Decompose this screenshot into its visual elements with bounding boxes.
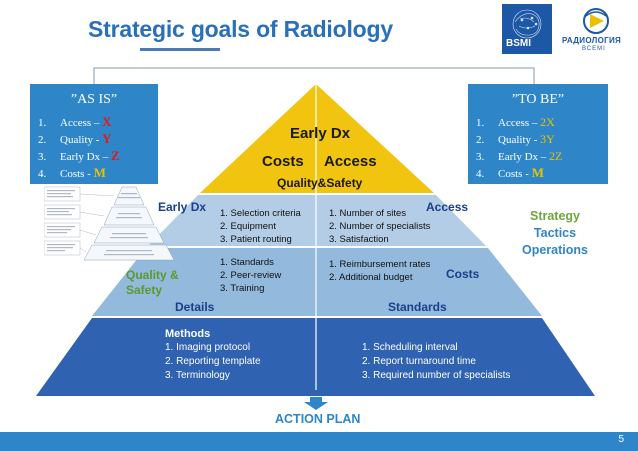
tier2-access-label: Access (426, 200, 469, 214)
list-item: 3. Terminology (165, 370, 230, 381)
list-item: 1. Standards (220, 257, 274, 268)
list-item: 2.Quality - 3Y (476, 132, 555, 146)
base-right-list: 1. Scheduling interval 2. Report turnaro… (362, 341, 510, 383)
mini-pyramid-thumbnail (43, 185, 179, 261)
pyramid-tier-2 (148, 195, 486, 246)
list-item: 1. Reimbursement rates (329, 259, 431, 270)
list-item: 2. Report turnaround time (362, 356, 476, 367)
operations-label: Operations (522, 243, 588, 257)
list-item: 3.Early Dx – Z (38, 148, 120, 163)
tier2-early-dx-label: Early Dx (158, 200, 207, 214)
list-item: 3.Early Dx – 2Z (476, 149, 563, 163)
tier3-details-label: Details (175, 300, 215, 314)
radiology-logo-sub: ВСЕМІ (582, 46, 606, 52)
list-item: 3. Satisfaction (329, 234, 389, 245)
radiology-logo-label: РАДИОЛОГИЯ (562, 36, 622, 45)
list-item: 3. Patient routing (220, 234, 292, 245)
radiology-emblem-icon (583, 8, 609, 34)
list-item: 2. Peer-review (220, 270, 282, 281)
connector-line (93, 67, 535, 84)
list-item: 1. Number of sites (329, 208, 407, 219)
apex-quality-safety-label: Quality&Safety (277, 176, 363, 190)
list-item: 2. Additional budget (329, 272, 413, 283)
base-left-list: Methods 1. Imaging protocol 2. Reporting… (165, 327, 261, 383)
list-item: 1.Access – X (38, 114, 112, 129)
tactics-label: Tactics (533, 226, 577, 240)
pyramid-tier-3 (92, 248, 542, 316)
strategy-levels: Strategy Tactics Operations (510, 208, 600, 259)
tier3-standards-label: Standards (388, 300, 447, 314)
list-item: 4.Costs - M (476, 165, 544, 180)
to-be-heading: ”TO BE” (511, 92, 565, 107)
tier3-left-list: 1. Standards 2. Peer-review 3. Training (220, 256, 281, 295)
list-item: 2. Equipment (220, 221, 276, 232)
list-item: 3. Training (220, 283, 265, 294)
strategy-label: Strategy (529, 209, 581, 223)
page-title: Strategic goals of Radiology (88, 16, 393, 42)
footer-bar: 5 (0, 432, 638, 451)
as-is-list: 1.Access – X 2.Quality - Y 3.Early Dx – … (38, 114, 120, 182)
list-item: 2.Quality - Y (38, 131, 112, 146)
radiology-logo: РАДИОЛОГИЯ ВСЕМІ (560, 6, 632, 54)
tier2-right-list: 1. Number of sites 2. Number of speciali… (329, 207, 430, 246)
to-be-list: 1.Access – 2X 2.Quality - 3Y 3.Early Dx … (476, 114, 562, 182)
list-item: 1. Selection criteria (220, 208, 301, 219)
list-item: 4.Costs - M (38, 165, 106, 180)
page-number: 5 (618, 434, 624, 445)
to-be-box: ”TO BE” 1.Access – 2X 2.Quality - 3Y 3.E… (468, 84, 608, 184)
tier3-right-list: 1. Reimbursement rates 2. Additional bud… (329, 258, 430, 284)
list-item: 1. Scheduling interval (362, 342, 458, 353)
list-item: 2. Reporting template (165, 356, 261, 367)
brain-icon (512, 9, 542, 39)
tier2-left-list: 1. Selection criteria 2. Equipment 3. Pa… (220, 207, 301, 246)
apex-early-dx-label: Early Dx (290, 125, 351, 142)
apex-access-label: Access (324, 153, 377, 170)
bsmi-logo: BSMI (502, 4, 552, 54)
pyramid-apex (200, 84, 434, 193)
as-is-box: ”AS IS” 1.Access – X 2.Quality - Y 3.Ear… (30, 84, 158, 184)
arrow-down-icon (304, 397, 328, 410)
bsmi-logo-label: BSMI (506, 38, 531, 49)
tier3-quality-safety-label: Quality & Safety (126, 268, 179, 297)
apex-costs-label: Costs (262, 153, 304, 170)
mini-pyramid-image (43, 186, 175, 261)
list-item: 2. Number of specialists (329, 221, 431, 232)
list-item: 1. Imaging protocol (165, 342, 251, 353)
as-is-heading: ”AS IS” (70, 92, 118, 107)
action-plan-label: ACTION PLAN (275, 412, 361, 426)
tier3-costs-label: Costs (446, 267, 480, 281)
list-item: 1.Access – 2X (476, 115, 555, 129)
list-item: 3. Required number of specialists (362, 370, 511, 381)
methods-heading: Methods (165, 328, 211, 340)
title-underline (140, 48, 220, 51)
